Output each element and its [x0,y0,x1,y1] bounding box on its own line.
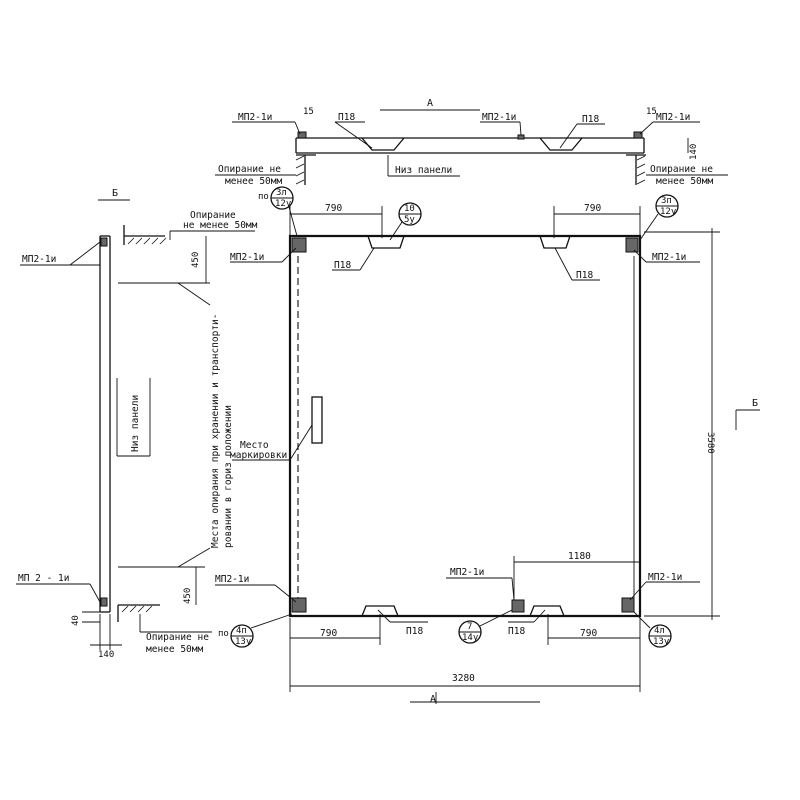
callout-4p-bot: 13у [235,637,252,647]
callout-10-bot: 5у [404,215,415,225]
storage-note-2: ровании в гориз положении [223,405,234,548]
dim-790-bottom-left: 790 [320,628,337,639]
dim-140-top: 140 [689,144,699,160]
dim-40: 40 [71,615,81,626]
label-mp-plan-top-right: МП2-1и [652,252,686,263]
callout-4l-top: 4л [654,626,665,636]
label-p18-top-left: П18 [338,112,355,123]
callout-7-top: 7 [467,622,472,632]
callout-3p-top: 3п [661,196,672,206]
callout-3p: 3п 12у [639,194,679,241]
callout-3l-top: 3л [276,188,287,198]
support-note-right-2: менее 50мм [656,176,713,187]
label-p18-plan-bottom-left: П18 [406,626,423,637]
label-mp-plan-bottom-right: МП2-1и [648,572,682,583]
callout-10: 10 5у [389,202,422,241]
callout-7-bot: 14у [462,633,479,643]
dim-15-left: 15 [303,107,314,117]
marking-note-1: Место [240,440,269,451]
callout-10-top: 10 [404,204,415,214]
label-mp-plan-bottom-left: МП2-1и [215,574,249,585]
plan-view: Место маркировки 790 790 МП2-1и П18 П18 … [215,203,760,705]
callout-3l-bot: 12у [275,199,292,209]
dim-450-bottom: 450 [183,588,193,604]
section-b-mark: Б [112,188,118,199]
dim-140-side: 140 [98,650,114,660]
label-bottom-of-panel: Низ панели [395,165,452,176]
label-mp-side-bottom: МП 2 - 1и [18,573,69,584]
callout-3p-bot: 12у [660,207,677,217]
support-bottom-note-1: Опирание не [146,632,209,643]
po-label-top: по [258,192,269,202]
callout-4p-top: 4п [236,626,247,636]
label-mp-plan-top-left: МП2-1и [230,252,264,263]
dim-790-top-left: 790 [325,203,342,214]
label-mp-top-right: МП2-1и [656,112,690,123]
dim-450-top: 450 [191,252,201,268]
label-bottom-of-panel-side: Низ панели [130,395,141,452]
callout-3l: по 3л 12у [258,186,298,237]
section-a-mark: А [427,98,433,109]
label-p18-top-right: П18 [582,114,599,125]
support-note-left-2: менее 50мм [225,176,282,187]
section-b-view: Б Опирание не менее 50мм 450 [16,188,258,660]
dim-3580: 3580 [705,432,715,454]
label-mp-top-mid: МП2-1и [482,112,516,123]
section-b-mark-right: Б [752,398,758,409]
section-a-mark-bottom: А [430,694,436,705]
support-note-left-1: Опирание не [218,164,281,175]
support-bottom-note-2: менее 50мм [146,644,203,655]
dim-790-top-right: 790 [584,203,601,214]
label-mp-plan-bottom-mid: МП2-1и [450,567,484,578]
dim-3280: 3280 [452,673,475,684]
callout-4p: по 4п 13у [218,613,293,648]
support-b-note-2: не менее 50мм [183,220,258,231]
support-b-note-1: Опирание [190,210,236,221]
dim-790-bottom-right: 790 [580,628,597,639]
label-p18-plan-top-right: П18 [576,270,593,281]
callout-4l: 4л 13у [633,611,672,648]
label-mp-side-top: МП2-1и [22,254,56,265]
po-label-bottom: по [218,629,229,639]
dim-1180: 1180 [568,551,591,562]
label-p18-plan-top-left: П18 [334,260,351,271]
label-mp-top-left: МП2-1и [238,112,272,123]
marking-note-2: маркировки [230,450,287,461]
label-p18-plan-bottom-right: П18 [508,626,525,637]
section-a-view: А МП2-1и 15 [215,98,728,187]
callout-7: 7 14у [458,609,513,644]
callout-4l-bot: 13у [653,637,670,647]
support-note-right-1: Опирание не [650,164,713,175]
storage-note-1: Места опирания при хранении и транспорти… [210,314,221,549]
dim-15-right: 15 [646,107,657,117]
